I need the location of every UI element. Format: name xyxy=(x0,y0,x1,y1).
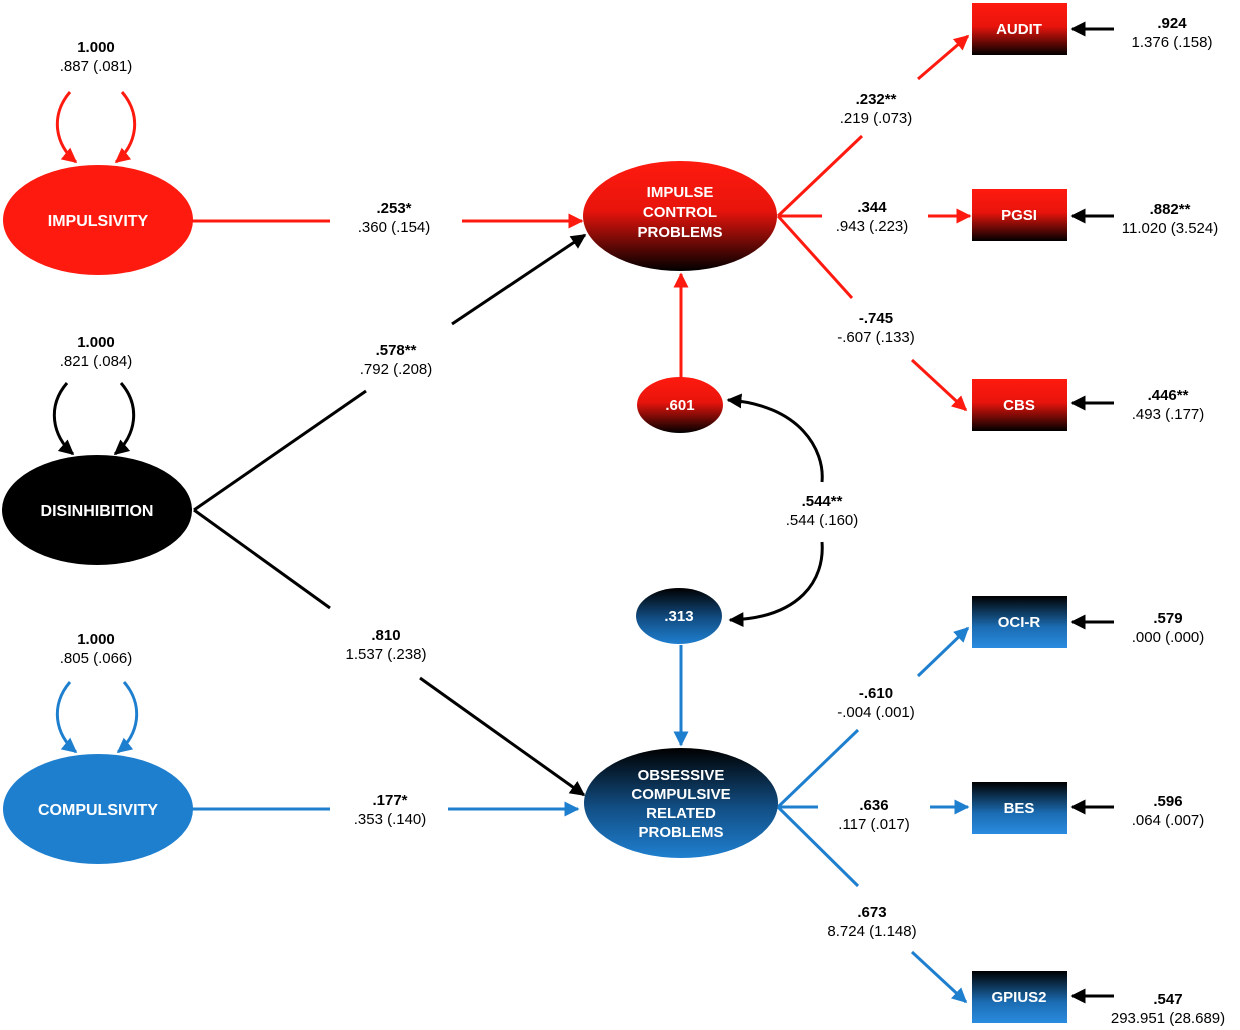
error-bes-unstd: .064 (.007) xyxy=(1132,812,1205,829)
icp-label-line-2: CONTROL xyxy=(643,204,717,221)
path-dis-ocrp-std: .810 xyxy=(371,627,400,644)
path-comp-ocrp-unstd: .353 (.140) xyxy=(354,811,427,828)
error-audit-std: .924 xyxy=(1157,15,1187,32)
path-dis-icp-unstd: .792 (.208) xyxy=(360,361,433,378)
ocrp-label-line-2: COMPULSIVE xyxy=(631,786,730,803)
node-disinhibition-label: DISINHIBITION xyxy=(41,503,154,520)
path-disinhibition-to-icp xyxy=(193,233,587,512)
indicator-gpius2-label: GPIUS2 xyxy=(991,989,1046,1006)
path-residual-covariance xyxy=(726,393,824,483)
path-imp-icp-unstd: .360 (.154) xyxy=(358,219,431,236)
impulsivity-variance-unstd: .887 (.081) xyxy=(60,58,133,75)
ocrp-label-line-3: RELATED xyxy=(646,805,716,822)
node-impulsivity: IMPULSIVITY xyxy=(3,165,193,275)
residual-icp-value: .601 xyxy=(665,397,694,414)
ocrp-label-line-1: OBSESSIVE xyxy=(638,767,725,784)
covariance-unstd: .544 (.160) xyxy=(786,512,859,529)
path-imp-icp-std: .253* xyxy=(376,200,411,217)
ocrp-label-line-4: PROBLEMS xyxy=(638,824,723,841)
disinhibition-variance-std: 1.000 xyxy=(77,334,115,351)
variance-loop-compulsivity xyxy=(55,681,139,754)
node-compulsivity: COMPULSIVITY xyxy=(3,754,193,864)
indicator-audit: AUDIT xyxy=(972,3,1067,55)
error-gpius2-unstd: 293.951 (28.689) xyxy=(1111,1010,1225,1027)
variance-loop-disinhibition xyxy=(52,382,136,456)
error-cbs-unstd: .493 (.177) xyxy=(1132,406,1205,423)
error-audit-unstd: 1.376 (.158) xyxy=(1132,34,1213,51)
residual-ocrp: .313 xyxy=(636,588,722,644)
error-cbs-std: .446** xyxy=(1148,387,1189,404)
node-compulsivity-label: COMPULSIVITY xyxy=(38,802,158,819)
loading-bes-unstd: .117 (.017) xyxy=(838,816,909,833)
loading-pgsi-unstd: .943 (.223) xyxy=(836,218,909,235)
compulsivity-variance-unstd: .805 (.066) xyxy=(60,650,133,667)
error-ocir-unstd: .000 (.000) xyxy=(1132,629,1205,646)
loading-audit-std: .232** xyxy=(856,91,897,108)
indicator-bes-label: BES xyxy=(1004,800,1035,817)
node-impulse-control-problems: IMPULSE CONTROL PROBLEMS xyxy=(583,161,777,271)
path-residual-covariance-lower xyxy=(728,541,824,628)
node-disinhibition: DISINHIBITION xyxy=(2,455,192,565)
disinhibition-variance-unstd: .821 (.084) xyxy=(60,353,133,370)
node-impulsivity-label: IMPULSIVITY xyxy=(48,213,149,230)
indicator-ocir-label: OCI-R xyxy=(998,614,1041,631)
indicator-bes: BES xyxy=(972,782,1067,834)
paths xyxy=(52,21,1114,1004)
path-icp-to-audit xyxy=(917,34,970,81)
loading-ocir-unstd: -.004 (.001) xyxy=(837,704,915,721)
path-dis-ocrp-unstd: 1.537 (.238) xyxy=(346,646,427,663)
loading-pgsi-std: .344 xyxy=(857,199,887,216)
indicator-pgsi: PGSI xyxy=(972,189,1067,241)
impulsivity-variance-std: 1.000 xyxy=(77,39,115,56)
loading-cbs-std: -.745 xyxy=(859,310,893,327)
path-ocrp-to-gpius2 xyxy=(910,950,968,1004)
path-icp-to-cbs xyxy=(910,358,968,412)
error-bes-std: .596 xyxy=(1153,793,1182,810)
loading-gpius2-unstd: 8.724 (1.148) xyxy=(827,923,916,940)
indicator-cbs: CBS xyxy=(972,379,1067,431)
loading-ocir-std: -.610 xyxy=(859,685,893,702)
indicator-gpius2: GPIUS2 xyxy=(972,971,1067,1023)
icp-label-line-1: IMPULSE xyxy=(647,184,714,201)
variance-loop-impulsivity xyxy=(55,91,137,164)
indicator-pgsi-label: PGSI xyxy=(1001,207,1037,224)
path-dis-icp-std: .578** xyxy=(376,342,417,359)
icp-label-line-3: PROBLEMS xyxy=(637,224,722,241)
residual-icp: .601 xyxy=(637,377,723,433)
residual-ocrp-value: .313 xyxy=(664,608,693,625)
error-pgsi-std: .882** xyxy=(1150,201,1191,218)
compulsivity-variance-std: 1.000 xyxy=(77,631,115,648)
indicator-audit-label: AUDIT xyxy=(996,21,1042,38)
error-pgsi-unstd: 11.020 (3.524) xyxy=(1122,220,1218,237)
loading-audit-unstd: .219 (.073) xyxy=(840,110,913,127)
indicator-ocir: OCI-R xyxy=(972,596,1067,648)
path-comp-ocrp-std: .177* xyxy=(372,792,407,809)
covariance-std: .544** xyxy=(802,493,843,510)
loading-cbs-unstd: -.607 (.133) xyxy=(837,329,915,346)
node-obsessive-compulsive-problems: OBSESSIVE COMPULSIVE RELATED PROBLEMS xyxy=(584,748,778,858)
error-gpius2-std: .547 xyxy=(1153,991,1182,1008)
loading-gpius2-std: .673 xyxy=(857,904,886,921)
loading-bes-std: .636 xyxy=(859,797,888,814)
path-ocrp-to-ocir xyxy=(916,626,970,678)
path-disinhibition-to-ocrp xyxy=(193,508,586,797)
error-ocir-std: .579 xyxy=(1153,610,1182,627)
indicator-cbs-label: CBS xyxy=(1003,397,1035,414)
